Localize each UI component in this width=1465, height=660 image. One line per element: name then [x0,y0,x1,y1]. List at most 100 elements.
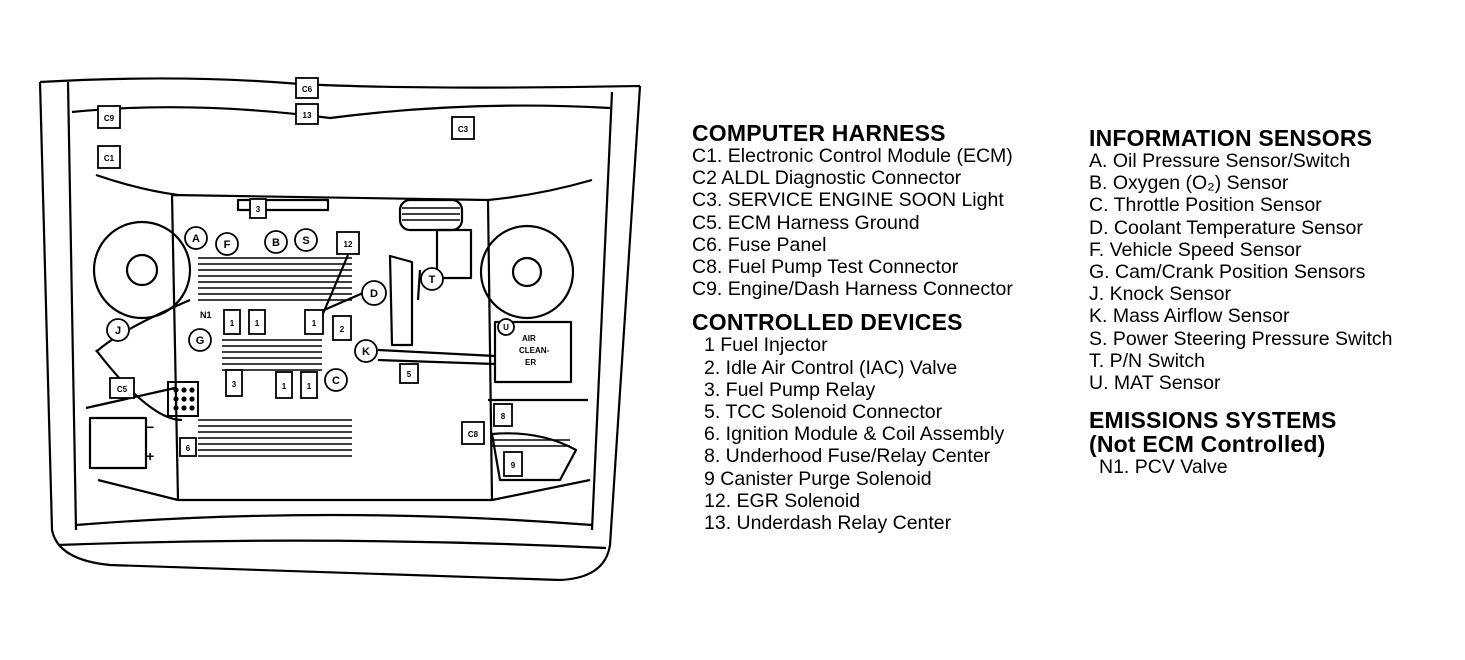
label-1b: 1 [255,319,260,328]
sensor-s: S [302,235,309,247]
12-line [320,254,350,317]
right-lower-component [490,432,578,482]
legend-item: 8. Underhood Fuse/Relay Center [704,445,991,468]
right-shock-tower-inner [511,256,543,288]
legend-item: 9 Canister Purge Solenoid [704,467,932,490]
bumper-line [57,539,607,550]
label-1d: 1 [282,382,287,391]
air-cleaner-box [493,320,573,384]
label-9: 9 [511,461,516,470]
legend-item: C1. Electronic Control Module (ECM) [692,145,1013,167]
left-harness [95,298,191,422]
legend-item: U. MAT Sensor [1089,372,1221,395]
legend-item: 2. Idle Air Control (IAC) Valve [704,356,958,379]
sensor-k: K [362,346,370,358]
legend-item: F. Vehicle Speed Sensor [1089,238,1302,261]
sensor-t: T [429,274,436,286]
fuel-rail [236,198,330,212]
legend-item: C. Throttle Position Sensor [1089,194,1322,217]
sensor-c: C [332,375,340,387]
label-6: 6 [186,444,191,453]
label-c1: C1 [104,154,115,163]
k-harness-2 [377,358,496,366]
body-left-outline [38,81,642,582]
legend-item: 3. Fuel Pump Relay [704,378,876,401]
sensor-d: D [370,288,378,300]
radiator-support [75,513,593,527]
battery-negative: − [146,419,154,435]
legend-item: 1 Fuel Injector [704,334,828,357]
sensor-b: B [272,237,280,249]
label-c5: C5 [117,385,128,394]
right-shock-tower [479,224,575,320]
legend-item: C8. Fuel Pump Test Connector [692,256,959,279]
legend-item: 5. TCC Solenoid Connector [704,401,943,424]
sensor-g: G [196,335,205,347]
battery [88,416,148,470]
k-harness [377,348,496,358]
label-8: 8 [501,412,506,421]
legend-item: S. Power Steering Pressure Switch [1089,327,1393,350]
t-line [416,269,422,301]
label-1c: 1 [312,319,317,328]
left-shock-tower-inner [125,253,159,287]
sensor-u: U [503,323,509,332]
firewall-line [95,173,179,197]
legend-item: K. Mass Airflow Sensor [1089,305,1290,328]
legend-right-column: INFORMATION SENSORS A. Oil Pressure Sens… [1089,126,1392,478]
d-line [323,291,364,312]
label-n1: N1 [200,310,212,320]
label-c3: C3 [458,125,469,134]
legend-item: C3. SERVICE ENGINE SOON Light [692,189,1004,212]
legend-item: A. Oil Pressure Sensor/Switch [1089,150,1351,172]
throttle-neck [435,228,473,280]
label-2: 2 [340,325,345,334]
inner-fender-left [66,81,78,531]
legend-item: C5. ECM Harness Ground [692,211,920,234]
engine-lower-line [97,478,179,502]
label-13: 13 [303,111,312,120]
information-sensors-title: INFORMATION SENSORS [1089,125,1373,151]
legend-item: 13. Underdash Relay Center [704,512,952,535]
throttle-body [398,198,464,232]
information-sensors-section: INFORMATION SENSORS A. Oil Pressure Sens… [1089,126,1392,394]
legend-item: C9. Engine/Dash Harness Connector [692,278,1013,301]
label-1e: 1 [307,382,312,391]
emissions-systems-section: EMISSIONS SYSTEMS (Not ECM Controlled) N… [1089,408,1392,478]
engine-bay-diagram: C6 13 C9 C1 C3 3 12 2 5 C5 6 8 C8 9 1 1 … [38,77,642,582]
coil-pack-dots [167,381,199,417]
legend-item: G. Cam/Crank Position Sensors [1089,261,1366,284]
emissions-systems-title: EMISSIONS SYSTEMS [1089,407,1337,434]
label-5: 5 [407,370,412,379]
inner-fender-right [590,91,614,531]
controlled-devices-section: CONTROLLED DEVICES 1 Fuel Injector 2. Id… [692,310,1013,534]
legend-item: J. Knock Sensor [1089,283,1231,306]
legend-item: C6. Fuse Panel [692,233,827,256]
engine-right-lower [491,478,591,502]
emissions-systems-subtitle: (Not ECM Controlled) [1089,431,1326,458]
legend-left-column: COMPUTER HARNESS C1. Electronic Control … [692,121,1013,534]
legend-item: N1. PCV Valve [1099,456,1228,479]
firewall-right [487,178,593,202]
label-c8: C8 [468,430,479,439]
computer-harness-title: COMPUTER HARNESS [692,120,946,146]
left-shock-tower [92,220,192,320]
controlled-devices-title: CONTROLLED DEVICES [692,309,963,336]
legend-item: B. Oxygen (O₂) Sensor [1089,172,1289,195]
air-cleaner-label-3: ER [525,358,536,367]
air-cleaner-label-1: AIR [522,334,536,343]
sensor-f: F [224,239,231,251]
sensor-a: A [192,233,200,245]
cowl-outline [39,77,641,89]
legend-item: C2 ALDL Diagnostic Connector [692,167,962,190]
air-cleaner-label-2: CLEAN- [519,346,550,355]
legend-item: D. Coolant Temperature Sensor [1089,216,1363,239]
label-3b: 3 [232,380,237,389]
legend-item: T. P/N Switch [1089,349,1205,372]
sensor-j: J [115,325,121,337]
label-c6: C6 [302,85,313,94]
legend-item: 6. Ignition Module & Coil Assembly [704,423,1005,446]
label-3: 3 [256,205,261,214]
label-12: 12 [344,240,353,249]
